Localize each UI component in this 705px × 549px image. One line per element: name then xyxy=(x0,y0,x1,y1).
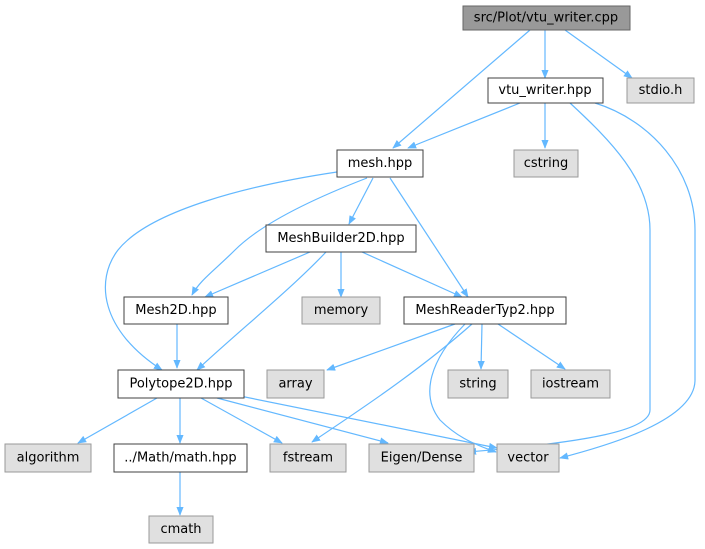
node-label: memory xyxy=(314,303,369,318)
node-mesh-hpp[interactable]: mesh.hpp xyxy=(336,149,424,178)
edge-mesh-hpp-to-polytope2d-hpp xyxy=(104,171,338,371)
node-meshreadertyp2-hpp[interactable]: MeshReaderTyp2.hpp xyxy=(403,296,567,325)
edge-meshbuilder2d-hpp-to-polytope2d-hpp xyxy=(196,251,327,371)
edge-polytope2d-hpp-to-algorithm xyxy=(77,397,158,444)
node-label: array xyxy=(278,377,312,392)
node-eigen-dense[interactable]: Eigen/Dense xyxy=(368,443,475,473)
edge-vtu-writer-cpp-to-mesh-hpp xyxy=(392,29,531,149)
node-mesh2d-hpp[interactable]: Mesh2D.hpp xyxy=(123,296,229,325)
node-label: mesh.hpp xyxy=(348,156,413,171)
edge-polytope2d-hpp-to-vector xyxy=(234,394,498,450)
edge-polytope2d-hpp-to-fstream xyxy=(200,397,283,444)
node-label: Mesh2D.hpp xyxy=(135,303,216,318)
node-math-hpp[interactable]: ../Math/math.hpp xyxy=(113,443,248,473)
edge-mesh-hpp-to-meshbuilder2d-hpp xyxy=(348,177,374,225)
node-polytope2d-hpp[interactable]: Polytope2D.hpp xyxy=(117,369,245,399)
node-memory[interactable]: memory xyxy=(301,296,381,325)
edge-meshreadertyp2-hpp-to-fstream xyxy=(311,323,473,443)
node-label: string xyxy=(459,377,496,392)
node-algorithm[interactable]: algorithm xyxy=(4,443,92,473)
node-label: Eigen/Dense xyxy=(381,451,463,466)
nodes-layer: src/Plot/vtu_writer.cpp vtu_writer.hpp s… xyxy=(4,5,695,544)
edge-vtu-writer-cpp-to-stdio-h xyxy=(564,29,633,79)
edges-layer xyxy=(77,29,696,516)
node-vtu-writer-cpp[interactable]: src/Plot/vtu_writer.cpp xyxy=(462,5,631,31)
edge-meshbuilder2d-hpp-to-mesh2d-hpp xyxy=(204,251,311,298)
node-meshbuilder2d-hpp[interactable]: MeshBuilder2D.hpp xyxy=(265,224,417,253)
node-label: iostream xyxy=(542,377,599,392)
edge-meshbuilder2d-hpp-to-meshreadertyp2-hpp xyxy=(361,251,463,298)
node-label: fstream xyxy=(283,451,333,466)
edge-mesh-hpp-to-meshreadertyp2-hpp xyxy=(389,177,469,298)
node-fstream[interactable]: fstream xyxy=(269,443,347,473)
node-label: cstring xyxy=(524,156,568,171)
edge-polytope2d-hpp-to-eigen-dense xyxy=(216,397,389,445)
node-label: src/Plot/vtu_writer.cpp xyxy=(474,11,618,26)
node-cstring[interactable]: cstring xyxy=(513,149,579,178)
edge-meshreadertyp2-hpp-to-array xyxy=(326,323,456,371)
edge-vtu-writer-hpp-to-eigen-dense xyxy=(467,102,651,455)
node-label: cmath xyxy=(160,522,201,537)
node-label: Polytope2D.hpp xyxy=(129,377,232,392)
node-array[interactable]: array xyxy=(266,369,325,399)
node-cmath[interactable]: cmath xyxy=(148,515,214,544)
node-label: MeshBuilder2D.hpp xyxy=(277,231,404,246)
node-label: stdio.h xyxy=(639,83,683,98)
node-vector[interactable]: vector xyxy=(496,443,560,473)
node-label: vector xyxy=(507,451,549,466)
node-label: MeshReaderTyp2.hpp xyxy=(415,303,554,318)
node-stdio-h[interactable]: stdio.h xyxy=(626,77,695,104)
node-iostream[interactable]: iostream xyxy=(530,369,611,399)
node-label: vtu_writer.hpp xyxy=(498,83,591,98)
edge-vtu-writer-hpp-to-vector xyxy=(559,102,696,460)
node-string[interactable]: string xyxy=(447,369,509,399)
node-label: algorithm xyxy=(17,451,80,466)
edge-meshreadertyp2-hpp-to-string xyxy=(477,323,485,370)
edge-meshreadertyp2-hpp-to-iostream xyxy=(497,323,566,370)
node-vtu-writer-hpp[interactable]: vtu_writer.hpp xyxy=(487,77,604,104)
edge-vtu-writer-hpp-to-mesh-hpp xyxy=(407,102,521,149)
node-label: ../Math/math.hpp xyxy=(124,451,236,466)
edge-mesh-hpp-to-mesh2d-hpp xyxy=(191,177,368,296)
